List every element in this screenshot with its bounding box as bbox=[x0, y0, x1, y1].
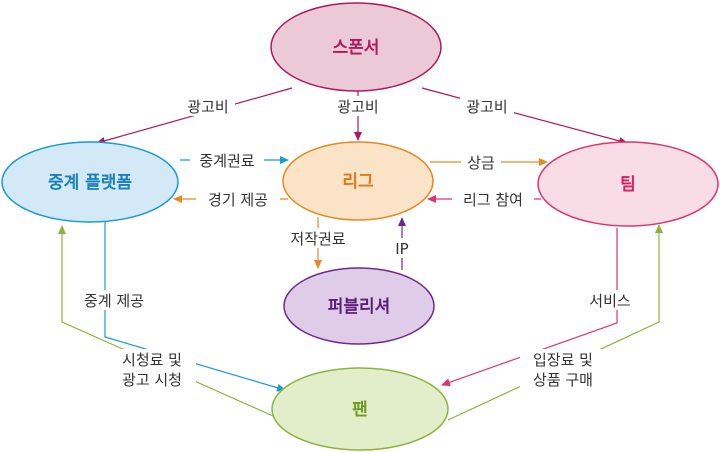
label-game-provision: 경기 제공 bbox=[208, 191, 268, 209]
node-publisher-label: 퍼블리셔 bbox=[328, 297, 391, 317]
edge-team-fan bbox=[441, 228, 618, 387]
label-ad-fee-center: 광고비 bbox=[337, 98, 378, 116]
node-sponsor: 스폰서 bbox=[270, 2, 442, 92]
node-league: 리그 bbox=[282, 141, 434, 221]
label-ad-fee-left: 광고비 bbox=[187, 98, 228, 116]
label-broadcast-provision: 중계 제공 bbox=[84, 292, 144, 310]
label-prize: 상금 bbox=[467, 154, 495, 172]
label-viewing-line2: 광고 시청 bbox=[122, 371, 182, 389]
label-admission-line1: 입장료 및 bbox=[533, 351, 593, 369]
node-platform-label: 중계 플랫폼 bbox=[48, 173, 132, 193]
node-team: 팀 bbox=[537, 141, 719, 227]
label-league-participation: 리그 참여 bbox=[463, 191, 523, 209]
label-service: 서비스 bbox=[589, 292, 631, 310]
node-league-label: 리그 bbox=[342, 172, 374, 192]
label-broadcast-rights: 중계권료 bbox=[199, 152, 254, 170]
label-viewing-line1: 시청료 및 bbox=[122, 351, 182, 369]
edge-fan-team bbox=[447, 224, 663, 421]
edge-platform-fan bbox=[104, 214, 286, 392]
label-ad-fee-right: 광고비 bbox=[466, 98, 507, 116]
label-ip: IP bbox=[395, 240, 408, 258]
label-copyright-fee: 저작권료 bbox=[290, 230, 345, 248]
label-admission-line2: 상품 구매 bbox=[533, 371, 593, 389]
node-team-label: 팀 bbox=[620, 175, 636, 195]
node-fan: 팬 bbox=[271, 367, 449, 451]
node-platform: 중계 플랫폼 bbox=[1, 141, 179, 223]
edge-sponsor-team bbox=[421, 87, 628, 145]
node-publisher: 퍼블리셔 bbox=[283, 267, 435, 345]
node-sponsor-label: 스폰서 bbox=[333, 38, 380, 58]
edge-fan-platform bbox=[58, 225, 283, 421]
node-fan-label: 팬 bbox=[352, 400, 368, 420]
